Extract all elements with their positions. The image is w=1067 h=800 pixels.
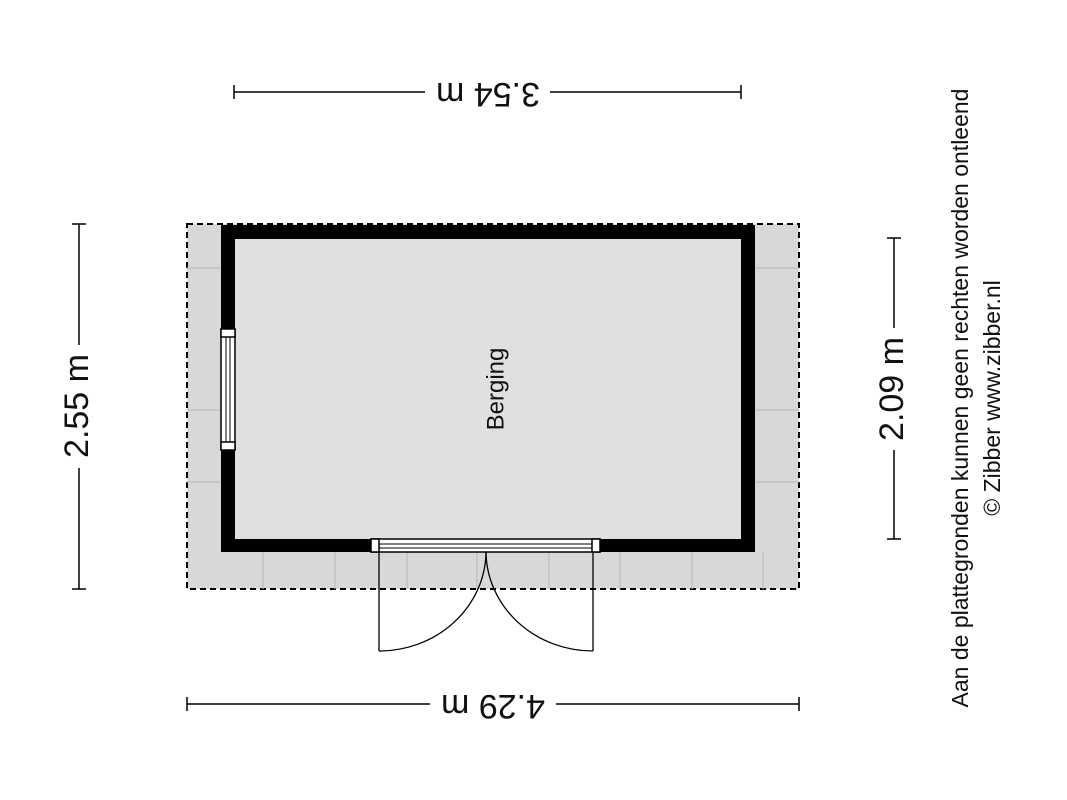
double-door [370, 538, 601, 652]
window-left [220, 328, 236, 451]
dimension-bottom-label: 4.29 m [441, 687, 545, 725]
dimension-left-label: 2.55 m [58, 354, 96, 458]
room-floor [234, 238, 742, 540]
dimension-top-label: 3.54 m [436, 75, 540, 113]
wall-bottom-right [600, 539, 755, 552]
dimension-bottom: 4.29 m [186, 687, 800, 725]
wall-left-upper [221, 225, 235, 329]
dimension-left: 2.55 m [58, 223, 96, 590]
wall-right [741, 225, 755, 552]
walls [221, 225, 755, 552]
wall-bottom-left [221, 539, 371, 552]
disclaimer-line1: Aan de plattegronden kunnen geen rechten… [947, 89, 973, 708]
dimension-right: 2.09 m [873, 237, 911, 540]
dimension-right-label: 2.09 m [873, 337, 911, 441]
wall-left-lower [221, 450, 235, 552]
room-label: Berging [482, 348, 509, 431]
dimension-top: 3.54 m [233, 75, 742, 113]
wall-top [221, 225, 755, 239]
disclaimer-line2: © Zibber www.zibber.nl [979, 280, 1005, 516]
disclaimer: Aan de plattegronden kunnen geen rechten… [947, 89, 1005, 708]
